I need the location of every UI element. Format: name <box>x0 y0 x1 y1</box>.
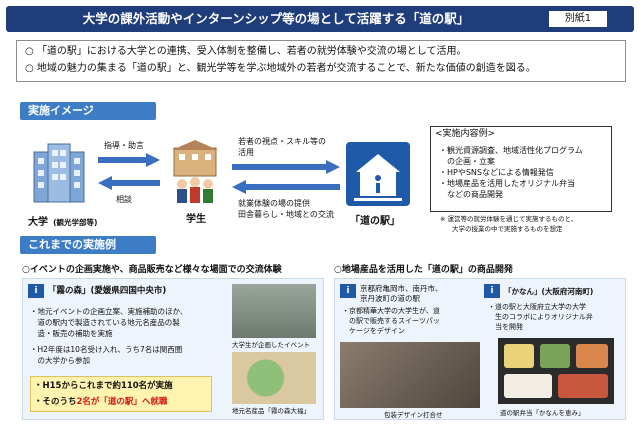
appendix-badge: 別紙1 <box>548 10 608 28</box>
arrow-left-icon <box>232 180 340 194</box>
content-item: ・地場産品を活用したオリジナル弁当 <box>439 179 575 188</box>
arrow-label-youth: 若者の視点・スキル等の <box>238 137 326 146</box>
content-item: ・HPやSNSなどによる情報発信 <box>439 168 554 177</box>
photo-caption: 地元名産品「霧の森大福」 <box>232 407 310 415</box>
example-bullet: 道の駅内で製造されている地元名産品の製 <box>30 318 180 327</box>
station-name: 「霧の森」(愛媛県四国中央市) <box>48 286 167 296</box>
summary-bullet: ○ 「道の駅」における大学との連携、受入体制を整備し、若者の就労体験や交流の場と… <box>25 46 467 57</box>
michi-no-eki-icon <box>346 142 410 206</box>
content-example-box: <実施内容例> ・観光資源調査、地域活性化プログラム の企画・立案 ・HPやSN… <box>430 126 612 212</box>
summary-bullet: ○ 地域の魅力の集まる「道の駅」と、観光学等を学ぶ地域外の若者が交流することで、… <box>25 63 536 74</box>
highlight-emphasis: 2名が「道の駅」へ就職 <box>76 397 168 407</box>
michi-no-eki-icon: i <box>28 284 44 298</box>
arrow-label-work: 田舎暮らし・地域との交流 <box>238 210 334 219</box>
content-title: <実施内容例> <box>435 129 496 139</box>
content-item: ・観光資源調査、地域活性化プログラム <box>439 146 583 155</box>
arrow-right-icon <box>232 160 340 174</box>
section-heading-implementation: 実施イメージ <box>20 102 156 120</box>
content-item: の企画・立案 <box>439 157 495 166</box>
example-bullet: ケージをデザイン <box>342 327 405 335</box>
example-bullet: の駅で販売するスイーツパッ <box>342 317 440 325</box>
michi-no-eki-icon: i <box>340 284 356 298</box>
event-photo <box>232 284 316 338</box>
note: ※ 運営等の就労体験を通じて実施するものと、 <box>440 215 578 223</box>
michi-no-eki-icon: i <box>484 284 500 298</box>
example-title: ○イベントの企画実施や、商品販売など様々な場面での交流体験 <box>22 265 282 275</box>
arrow-left-icon <box>98 176 160 190</box>
photo-caption: 大学生が企画したイベント <box>232 341 310 349</box>
station-name: 「かなん」(大阪府河南町) <box>504 287 594 296</box>
arrow-label-guidance: 指導・助言 <box>104 141 144 150</box>
photo-caption: 道の駅弁当「かなんを恵み」 <box>500 409 585 417</box>
section-heading-examples: これまでの実施例 <box>20 236 156 254</box>
example-bullet: ・道の駅と大阪府立大学の大学 <box>488 303 586 311</box>
arrow-label-youth: 活用 <box>238 148 254 157</box>
example-bullet: 当を開発 <box>488 323 523 331</box>
arrow-label-work: 就業体験の場の提供 <box>238 199 310 208</box>
header-bar <box>6 6 634 32</box>
summary-box: ○ 「道の駅」における大学との連携、受入体制を整備し、若者の就労体験や交流の場と… <box>16 40 626 82</box>
university-label: 大学 (観光学部等) <box>28 217 98 228</box>
station-label: 「道の駅」 <box>350 216 400 227</box>
page-title: 大学の課外活動やインターンシップ等の場として活躍する「道の駅」 <box>82 11 470 26</box>
product-photo <box>232 352 316 404</box>
example-bullet: 造・販売の補助を実施 <box>30 329 113 338</box>
highlight-box <box>30 376 212 412</box>
note: 大学の授業の中で実施するものを想定 <box>452 225 563 233</box>
building-icon <box>33 143 85 203</box>
example-bullet: ・H2年度は10名受け入れ、うち7名は関西圏 <box>30 345 183 354</box>
meeting-photo <box>340 342 480 408</box>
example-bullet: の大学から参加 <box>30 356 90 365</box>
station-name: 京丹波町の道の駅 <box>360 294 420 303</box>
example-title: ○地場産品を活用した「道の駅」の商品開発 <box>334 265 513 275</box>
example-bullet: ・地元イベントの企画立案、実施補助のほか、 <box>30 307 188 316</box>
arrow-right-icon <box>98 153 160 167</box>
highlight-line: ・そのうち2名が「道の駅」へ就職 <box>34 397 168 407</box>
school-icon <box>172 140 218 203</box>
bento-photo <box>498 338 614 404</box>
highlight-line: ・H15からこれまで約110名が実施 <box>34 381 173 391</box>
content-item: などの商品開発 <box>439 190 503 199</box>
student-label: 学生 <box>186 214 206 225</box>
example-bullet: 生のコラボによりオリジナル弁 <box>488 313 593 321</box>
photo-caption: 包装デザイン打合せ <box>384 411 443 419</box>
station-name: 京都府亀岡市、南丹市、 <box>360 284 443 293</box>
arrow-label-consult: 相談 <box>116 195 132 204</box>
example-bullet: ・京都精華大学の大学生が、道 <box>342 307 440 315</box>
